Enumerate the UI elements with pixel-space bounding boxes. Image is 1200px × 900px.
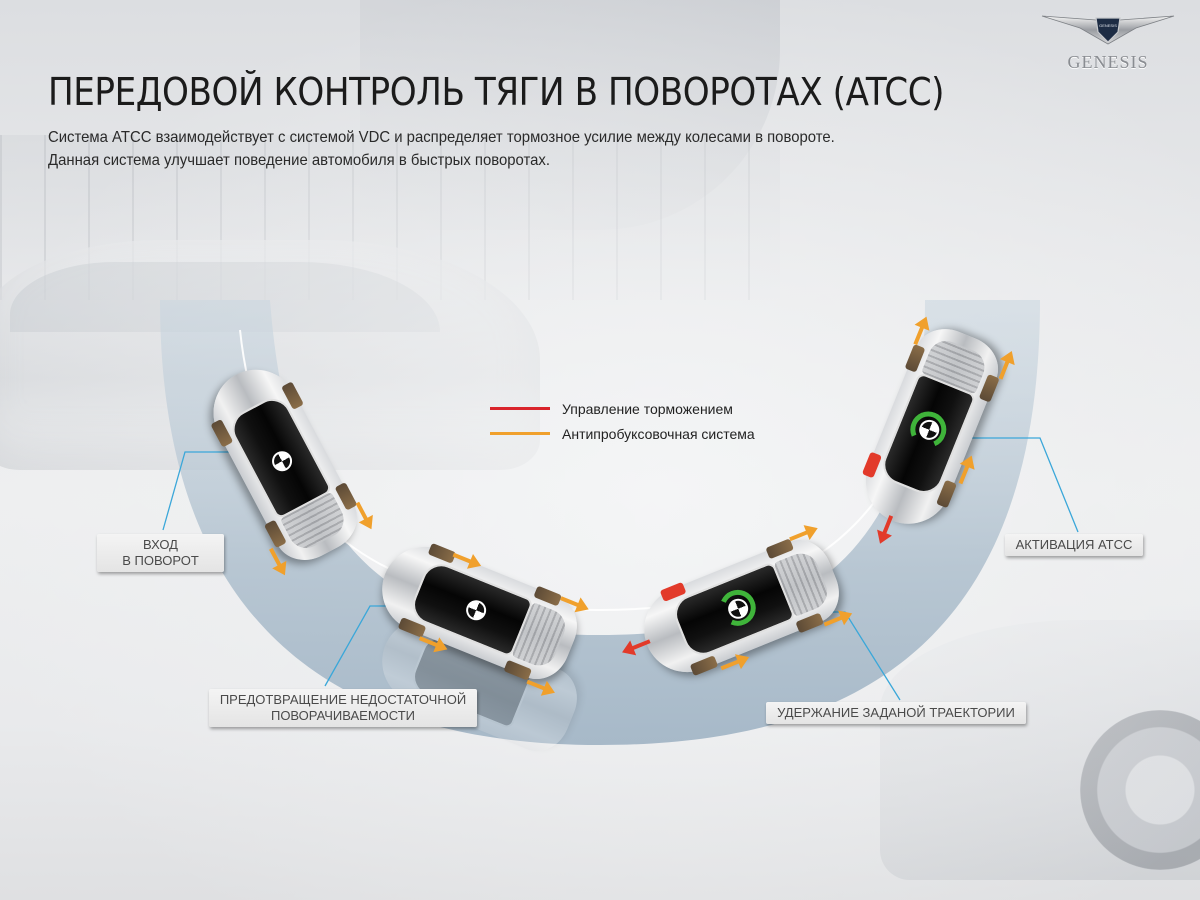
callout-understeer-line-2: ПОВОРАЧИВАЕМОСТИ: [270, 708, 416, 723]
legend-item-traction: Антипробуксовочная система: [490, 421, 755, 446]
force-arrow-icon: [526, 679, 555, 696]
force-arrow-icon: [913, 316, 930, 346]
force-arrow-icon: [560, 596, 589, 613]
force-arrow-icon: [823, 610, 853, 627]
genesis-wings-icon: GENESIS: [1041, 15, 1175, 45]
force-arrow-icon: [998, 351, 1015, 380]
force-arrow-icon: [720, 654, 750, 671]
genesis-logo-text: GENESIS: [1067, 52, 1149, 72]
callout-understeer-line-1: ПРЕДОТВРАЩЕНИЕ НЕДОСТАТОЧНОЙ: [219, 692, 467, 707]
legend-swatch-red: [490, 407, 550, 410]
callout-atcc-activation: АКТИВАЦИЯ ATCC: [1005, 534, 1143, 556]
force-arrow-icon: [418, 636, 448, 653]
force-arrow-icon: [355, 501, 373, 530]
car-trajectory: [622, 525, 853, 686]
car-understeer: [369, 533, 589, 696]
svg-text:GENESIS: GENESIS: [1099, 23, 1117, 28]
force-arrow-icon: [958, 455, 975, 485]
callout-understeer-prevention: ПРЕДОТВРАЩЕНИЕ НЕДОСТАТОЧНОЙ ПОВОРАЧИВАЕ…: [209, 689, 477, 727]
road-arc: [160, 300, 1040, 745]
legend-swatch-orange: [490, 432, 550, 435]
genesis-logo: GENESIS GENESIS: [1040, 12, 1176, 74]
legend: Управление торможением Антипробуксовочна…: [490, 396, 755, 446]
page-title: ПЕРЕДОВОЙ КОНТРОЛЬ ТЯГИ В ПОВОРОТАХ (ATC…: [48, 70, 945, 114]
brake-arrow-icon: [622, 639, 651, 656]
car-activation: [852, 316, 1015, 544]
callout-turn-entry: ВХОД В ПОВОРОТ: [97, 534, 224, 572]
force-arrow-icon: [789, 525, 818, 542]
car-entry: [198, 354, 373, 576]
brake-arrow-icon: [877, 515, 894, 544]
legend-item-braking: Управление торможением: [490, 396, 755, 421]
subtitle-line-2: Данная система улучшает поведение автомо…: [48, 152, 550, 169]
force-arrow-icon: [452, 552, 482, 569]
legend-label-braking: Управление торможением: [562, 400, 733, 417]
callout-trajectory-hold: УДЕРЖАНИЕ ЗАДАНОЙ ТРАЕКТОРИИ: [766, 702, 1026, 724]
subtitle-line-1: Система ATCC взаимодействует с системой …: [48, 129, 835, 146]
page-subtitle: Система ATCC взаимодействует с системой …: [48, 126, 941, 172]
callout-turn-entry-line-2: В ПОВОРОТ: [122, 553, 199, 568]
legend-label-traction: Антипробуксовочная система: [562, 425, 755, 442]
force-arrow-icon: [269, 547, 287, 576]
callout-turn-entry-line-1: ВХОД: [143, 537, 178, 552]
